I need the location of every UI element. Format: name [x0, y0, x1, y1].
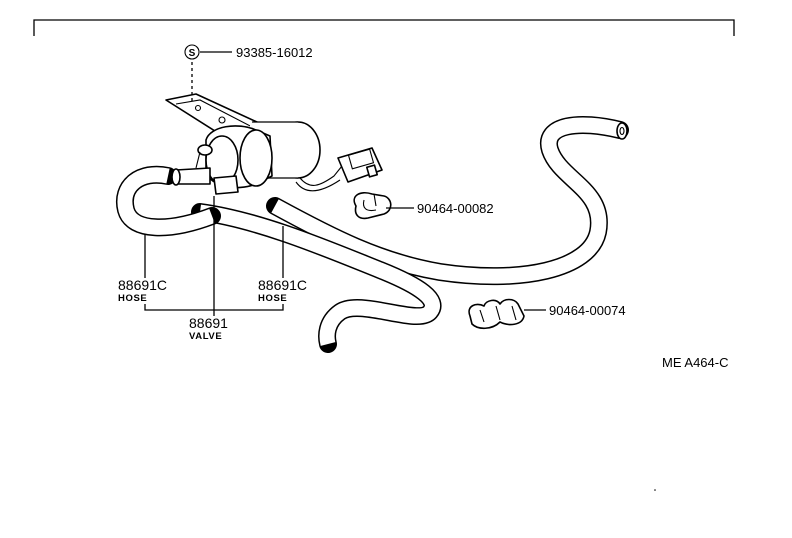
standard-part-circle-icon: [184, 44, 200, 60]
hose-right-name: HOSE: [258, 293, 287, 304]
frame-bracket: [33, 19, 735, 36]
wire-connector[interactable]: [337, 147, 383, 183]
clip-triple-part-number: 90464-00074: [549, 303, 626, 318]
screw-callout: S 93385-16012: [184, 44, 313, 60]
drawing-code: ME A464-C: [662, 355, 728, 370]
clip-triple[interactable]: [468, 298, 525, 330]
left-hose[interactable]: [115, 165, 221, 237]
valve-name: VALVE: [189, 331, 222, 342]
lower-hose[interactable]: [191, 203, 442, 353]
valve-body[interactable]: [165, 93, 343, 195]
hose-left-name: HOSE: [118, 293, 147, 304]
speck: [654, 489, 656, 491]
hose-right-part-number: 88691C: [258, 277, 307, 293]
screw-symbol: S: [189, 48, 196, 59]
valve-part-number: 88691: [189, 315, 228, 331]
hose-left-part-number: 88691C: [118, 277, 167, 293]
leader-lines: [144, 51, 546, 316]
screw-part-number: 93385-16012: [236, 45, 313, 60]
clip-single[interactable]: [353, 191, 392, 220]
long-hose[interactable]: [266, 116, 629, 286]
clip-single-part-number: 90464-00082: [417, 201, 494, 216]
